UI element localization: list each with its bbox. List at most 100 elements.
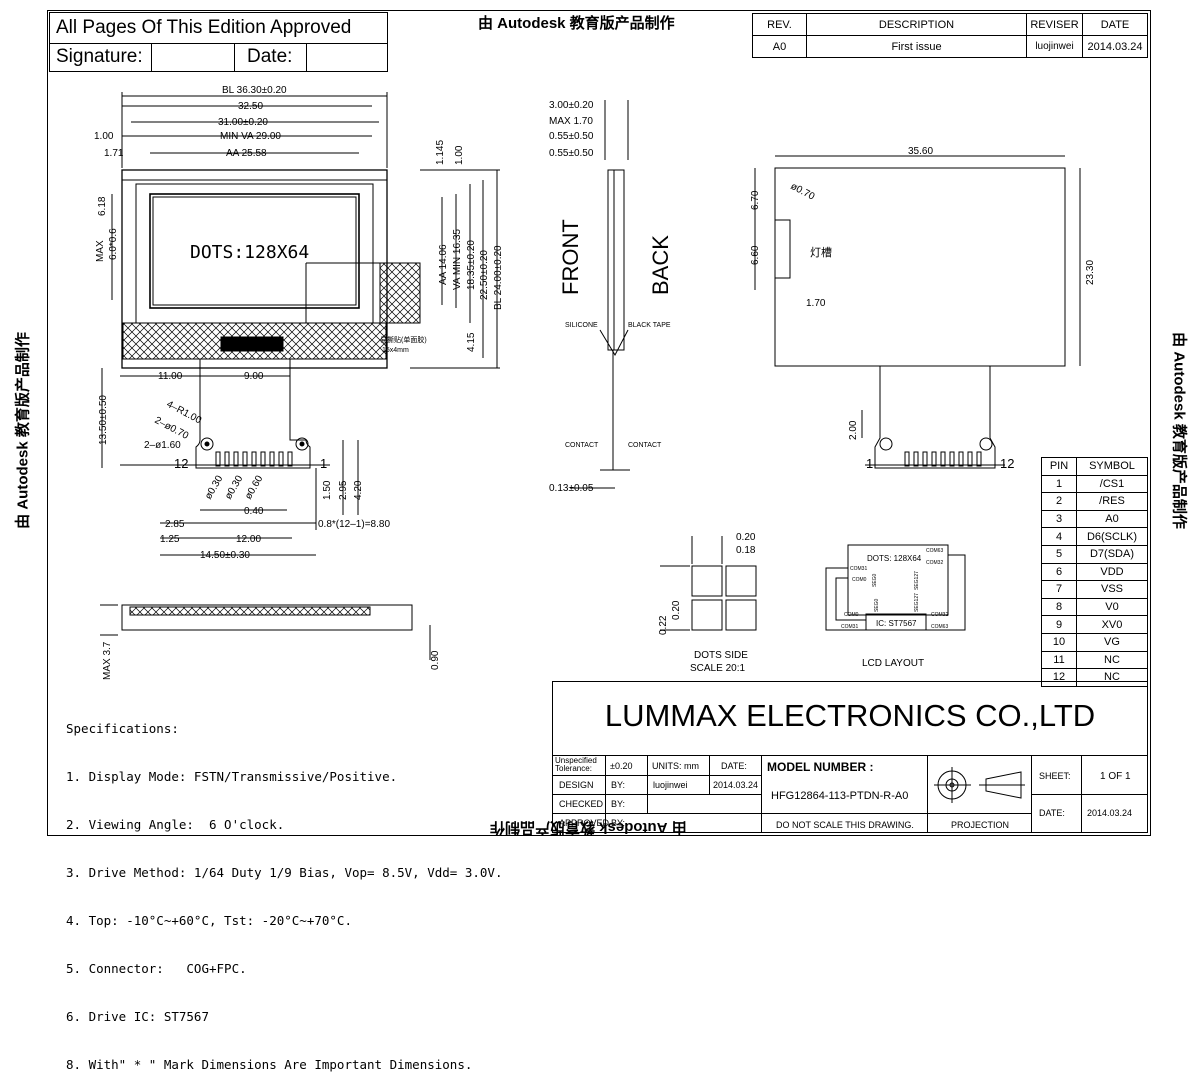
fpc-outline bbox=[195, 359, 311, 469]
date-label: Date: bbox=[247, 46, 293, 67]
front-label: FRONT bbox=[558, 219, 583, 295]
pin-number: 11 bbox=[1041, 650, 1077, 670]
title-block: LUMMAX ELECTRONICS CO.,LTD Unspecified T… bbox=[552, 681, 1148, 833]
dim-055b: 0.55±0.50 bbox=[549, 148, 594, 159]
label-pin12: 12 bbox=[174, 456, 188, 471]
lcd-panel bbox=[847, 544, 949, 616]
dot-2 bbox=[725, 565, 757, 597]
contact-left: CONTACT bbox=[565, 442, 599, 449]
date-label-tb: DATE: bbox=[721, 761, 747, 771]
table-row: 2/RES bbox=[1041, 492, 1148, 511]
model-number: HFG12864-113-PTDN-R-A0 bbox=[771, 790, 909, 802]
tolerance-value: ±0.20 bbox=[610, 761, 633, 771]
approval-box: All Pages Of This Edition Approved Signa… bbox=[49, 12, 388, 72]
pin-number: 6 bbox=[1041, 562, 1077, 582]
dim-055a: 0.55±0.50 bbox=[549, 131, 594, 142]
lcd-seg127: SEG127 bbox=[914, 571, 920, 590]
dim-660: 6.60 bbox=[750, 245, 761, 265]
dim-dot022: 0.22 bbox=[658, 615, 669, 635]
dim-300: 3.00±0.20 bbox=[549, 100, 594, 111]
projection-symbol bbox=[934, 767, 1025, 803]
sheet-label: SHEET: bbox=[1039, 771, 1071, 781]
dim-d030b: ø0.30 bbox=[223, 473, 246, 501]
pin-number: 10 bbox=[1041, 632, 1077, 652]
dim-1450: 14.50±0.30 bbox=[200, 550, 250, 561]
dot-1 bbox=[691, 565, 723, 597]
dim-285: 2.85 bbox=[165, 519, 185, 530]
dim-back-d070: ø0.70 bbox=[789, 181, 817, 203]
lcd-dots: DOTS: 128X64 bbox=[867, 554, 922, 563]
spec-item: 2. Viewing Angle: 6 O'clock. bbox=[66, 817, 285, 832]
lcd-seg0b: SEG0 bbox=[874, 598, 880, 612]
dim-1350: 13.50±0.50 bbox=[98, 395, 109, 445]
sheet-value: 1 OF 1 bbox=[1100, 771, 1131, 782]
design-label: DESIGN bbox=[559, 780, 594, 790]
silicone-label: SILICONE bbox=[565, 322, 598, 329]
lcd-seg0: SEG0 bbox=[872, 573, 878, 587]
technical-drawing: BL 36.30±0.20 32.50 31.00±0.20 1.00 MIN … bbox=[94, 85, 1096, 680]
lcd-com32b: COM32 bbox=[931, 612, 948, 618]
pin-symbol: NC bbox=[1076, 650, 1148, 670]
drawing-frame bbox=[47, 10, 1151, 836]
no-scale-note: DO NOT SCALE THIS DRAWING. bbox=[776, 820, 914, 830]
revision-table: REV. DESCRIPTION REVISER DATE A0 First i… bbox=[752, 13, 1148, 58]
spec-item: 8. With" * " Mark Dimensions Are Importa… bbox=[66, 1057, 473, 1072]
signature-label: Signature: bbox=[56, 46, 143, 67]
pin-number: 4 bbox=[1041, 527, 1077, 546]
model-label: MODEL NUMBER : bbox=[767, 760, 874, 774]
pin-symbol: VDD bbox=[1076, 562, 1148, 582]
dim-1835: 18.35±0.20 bbox=[466, 240, 477, 290]
dim-3560: 35.60 bbox=[908, 146, 933, 157]
spec-item: 4. Top: -10°C~+60°C, Tst: -20°C~+70°C. bbox=[66, 913, 352, 928]
dim-d060: ø0.60 bbox=[243, 473, 266, 501]
dim-bl24: BL 24.00±0.20 bbox=[493, 245, 504, 310]
dot-3 bbox=[691, 599, 723, 631]
lcd-com0: COM0 bbox=[852, 577, 867, 583]
reviser-header: REVISER bbox=[1026, 13, 1083, 36]
dim-171: 1.71 bbox=[104, 148, 124, 159]
lcd-com63b: COM63 bbox=[931, 624, 948, 630]
tape-note: 易撕贴(单面胶) bbox=[380, 335, 427, 344]
dim-2250: 22.50±0.20 bbox=[479, 250, 490, 300]
dim-100: 1.00 bbox=[94, 131, 114, 142]
checked-by: BY: bbox=[611, 799, 626, 809]
pin-symbol: VSS bbox=[1076, 580, 1148, 599]
dim-3250: 32.50 bbox=[238, 101, 263, 112]
side-profile bbox=[607, 169, 625, 351]
pin-symbol: D7(SDA) bbox=[1076, 544, 1148, 564]
fpc-hole-right bbox=[295, 437, 309, 451]
designer: luojinwei bbox=[653, 780, 688, 790]
label-pin1: 1 bbox=[320, 456, 327, 471]
dim-06: 6.0*0.6 bbox=[108, 228, 119, 260]
company-name: LUMMAX ELECTRONICS CO.,LTD bbox=[604, 698, 1096, 733]
lcd-com0b: COM0 bbox=[844, 612, 859, 618]
dim-013: 0.13±0.05 bbox=[549, 483, 594, 494]
dim-200: 2.00 bbox=[848, 420, 859, 440]
dim-040: 0.40 bbox=[244, 506, 264, 517]
fpc-pins bbox=[215, 451, 293, 467]
spec-item: 6. Drive IC: ST7567 bbox=[66, 1009, 209, 1024]
contact-right: CONTACT bbox=[628, 442, 662, 449]
dim-090: 0.90 bbox=[430, 650, 441, 670]
dots-scale: SCALE 20:1 bbox=[690, 663, 745, 674]
lcd-com31: COM31 bbox=[850, 566, 867, 572]
spec-item: 3. Drive Method: 1/64 Duty 1/9 Bias, Vop… bbox=[66, 865, 503, 880]
dim-420: 4.20 bbox=[353, 480, 364, 500]
specifications: Specifications: 1. Display Mode: FSTN/Tr… bbox=[66, 689, 503, 1089]
lcd-com31b: COM31 bbox=[841, 624, 858, 630]
description-value: First issue bbox=[806, 35, 1027, 58]
tape-area bbox=[379, 262, 421, 324]
date-header: DATE bbox=[1082, 13, 1148, 36]
dim-aa: AA 25.58 bbox=[226, 148, 267, 159]
back-fpc bbox=[874, 366, 996, 469]
dim-max37: MAX 3.7 bbox=[102, 641, 113, 680]
table-row: 1/CS1 bbox=[1041, 474, 1148, 494]
dim-dot018: 0.18 bbox=[736, 545, 756, 556]
